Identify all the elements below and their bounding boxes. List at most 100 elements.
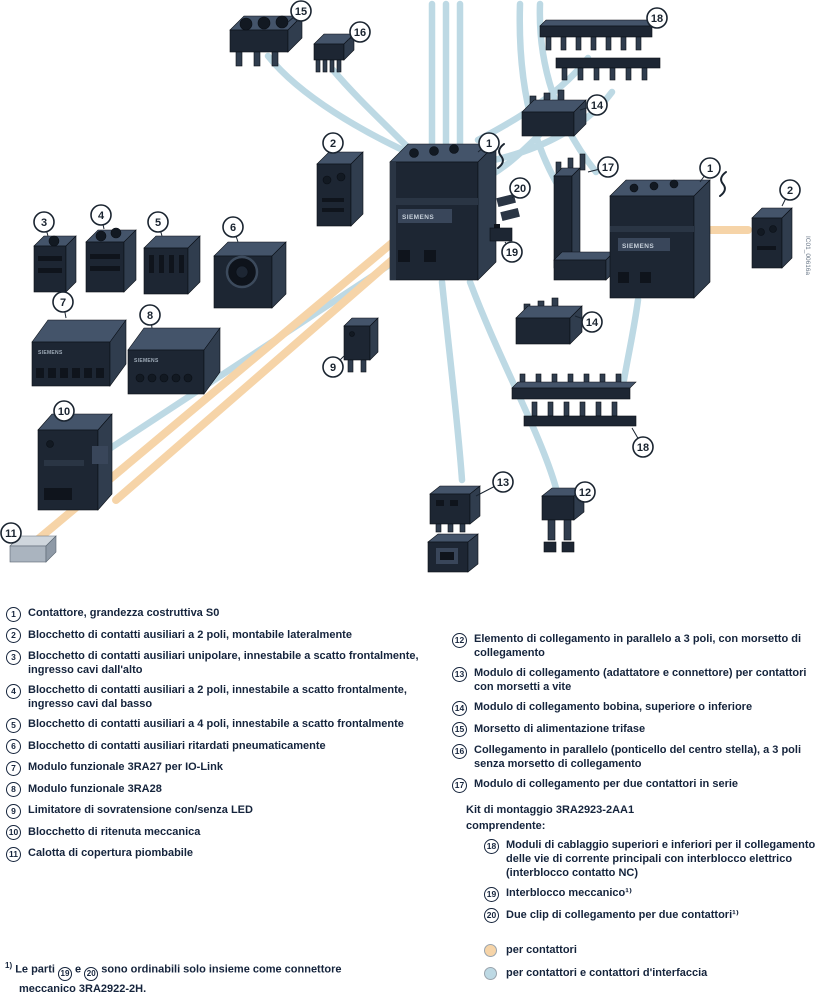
image-code: IC01_00616a (804, 236, 811, 275)
callout-20: 20 (509, 177, 531, 199)
item-number-badge: 9 (6, 803, 21, 819)
component-function-module-8: SIEMENS (127, 327, 221, 395)
legend-item: 14 Modulo di collegamento bobina, superi… (452, 700, 824, 716)
item-number-badge: 1 (6, 606, 21, 622)
svg-text:14: 14 (591, 100, 604, 112)
component-surge-suppressor-9 (343, 317, 379, 373)
svg-text:1: 1 (486, 138, 492, 150)
item-number-badge: 15 (452, 722, 467, 738)
svg-text:13: 13 (497, 477, 509, 489)
brand-label: SIEMENS (622, 243, 654, 250)
component-aux-side-block-2-left (316, 151, 364, 227)
legend-item-text: Modulo di collegamento bobina, superiore… (474, 701, 753, 714)
legend-item-text: Collegamento in parallelo (ponticello de… (474, 744, 802, 771)
component-pneumatic-block-6 (213, 241, 287, 309)
item-number-badge: 8 (6, 782, 21, 798)
brand-label: SIEMENS (134, 358, 159, 364)
legend-item-text: Calotta di copertura piombabile (28, 847, 194, 860)
legend-item: 13 Modulo di collegamento (adattatore e … (452, 666, 824, 694)
component-wiring-comb-bottom-18 (511, 373, 637, 427)
legend-item: 16 Collegamento in parallelo (ponticello… (452, 743, 824, 771)
svg-text:19: 19 (506, 247, 518, 259)
legend-item: 3 Blocchetto di contatti ausiliari unipo… (6, 649, 444, 677)
component-function-module-7: SIEMENS (31, 319, 127, 387)
legend-item: 8 Modulo funzionale 3RA28 (6, 782, 444, 798)
legend-left-column: 1 Contattore, grandezza costruttiva S0 2… (6, 606, 444, 868)
legend-item-text: Due clip di collegamento per due contatt… (506, 908, 739, 921)
item-number-badge: 2 (6, 628, 21, 643)
callout-3: 3 (33, 211, 55, 233)
kit-title: Kit di montaggio 3RA2923-2AA1 (466, 803, 635, 816)
item-number-badge: 3 (6, 649, 21, 665)
footnote: 1) Le parti 19 e 20 sono ordinabili solo… (5, 960, 397, 997)
svg-text:12: 12 (579, 487, 591, 499)
component-aux-block-5 (143, 235, 201, 295)
color-key-label: per contattori e contattori d'interfacci… (506, 967, 708, 980)
component-mech-interlock-19 (489, 224, 513, 242)
callout-11: 11 (0, 522, 22, 544)
legend-item-text: Morsetto di alimentazione trifase (474, 722, 646, 735)
item-number-badge: 6 (6, 739, 21, 755)
footnote-text-mid: e (75, 963, 82, 976)
legend-item: 4 Blocchetto di contatti ausiliari a 2 p… (6, 683, 444, 711)
callout-10: 10 (53, 400, 75, 422)
callout-15: 15 (290, 0, 312, 22)
legend-item-text: Blocchetto di contatti ausiliari a 2 pol… (28, 628, 352, 641)
legend-item: 5 Blocchetto di contatti ausiliari a 4 p… (6, 717, 444, 733)
component-contactor-1-center: SIEMENS (389, 143, 497, 281)
component-aux-side-block-2-right (751, 207, 793, 269)
legend-item-text: Blocchetto di ritenuta meccanica (28, 825, 201, 838)
component-aux-block-4 (85, 227, 137, 293)
legend-item: 18 Moduli di cablaggio superiori e infer… (484, 838, 824, 880)
item-number-badge: 20 (484, 908, 499, 924)
item-number-badge: 16 (452, 743, 467, 759)
legend-item-text: Interblocco meccanico¹⁾ (506, 887, 633, 900)
component-clips-20 (496, 193, 520, 222)
legend-item-text: Blocchetto di contatti ausiliari unipola… (28, 650, 419, 677)
footnote-text-pre: Le parti (15, 963, 55, 976)
callout-1: 1 (699, 157, 721, 179)
diagram-svg: SIEMENS (0, 0, 811, 573)
legend-item: 9 Limitatore di sovratensione con/senza … (6, 803, 444, 819)
svg-text:7: 7 (60, 297, 66, 309)
svg-text:2: 2 (787, 185, 793, 197)
item-number-badge: 12 (452, 632, 467, 648)
item-number-badge: 13 (452, 666, 467, 682)
svg-text:18: 18 (651, 13, 663, 25)
callout-12: 12 (574, 481, 596, 503)
kit-items: 18 Moduli di cablaggio superiori e infer… (484, 838, 824, 924)
svg-text:10: 10 (58, 406, 70, 418)
legend-item: 7 Modulo funzionale 3RA27 per IO-Link (6, 760, 444, 776)
legend-item-text: Limitatore di sovratensione con/senza LE… (28, 804, 253, 817)
legend-item-text: Blocchetto di contatti ausiliari ritarda… (28, 739, 326, 752)
svg-text:8: 8 (147, 310, 153, 322)
callout-17: 17 (597, 156, 619, 178)
svg-text:4: 4 (98, 210, 105, 222)
item-number-badge: 11 (6, 846, 21, 862)
callout-19: 19 (501, 241, 523, 263)
legend-item-text: Elemento di collegamento in parallelo a … (474, 633, 802, 660)
callout-1: 1 (478, 132, 500, 154)
color-swatch (484, 943, 497, 957)
legend-right-column: 12 Elemento di collegamento in parallelo… (452, 632, 824, 990)
legend-item: 1 Contattore, grandezza costruttiva S0 (6, 606, 444, 622)
callout-2: 2 (779, 179, 801, 201)
svg-text:11: 11 (5, 528, 17, 540)
callout-6: 6 (222, 216, 244, 238)
footnote-number-19-badge: 19 (57, 966, 72, 981)
footnote-text-post: sono ordinabili solo insieme come connet… (19, 963, 342, 995)
legend-item-text: Modulo funzionale 3RA27 per IO-Link (28, 761, 223, 774)
component-coil-link-top-14 (521, 89, 587, 137)
legend-item-text: Modulo di collegamento (adattatore e con… (474, 667, 807, 694)
legend-item: 2 Blocchetto di contatti ausiliari a 2 p… (6, 628, 444, 643)
callout-16: 16 (349, 21, 371, 43)
svg-text:5: 5 (155, 217, 161, 229)
callout-14: 14 (581, 311, 603, 333)
callout-18: 18 (646, 7, 668, 29)
component-wiring-comb-top-18 (539, 19, 661, 81)
kit-subtitle: comprendente: (466, 820, 546, 833)
item-number-badge: 14 (452, 700, 467, 716)
svg-text:6: 6 (230, 222, 236, 234)
